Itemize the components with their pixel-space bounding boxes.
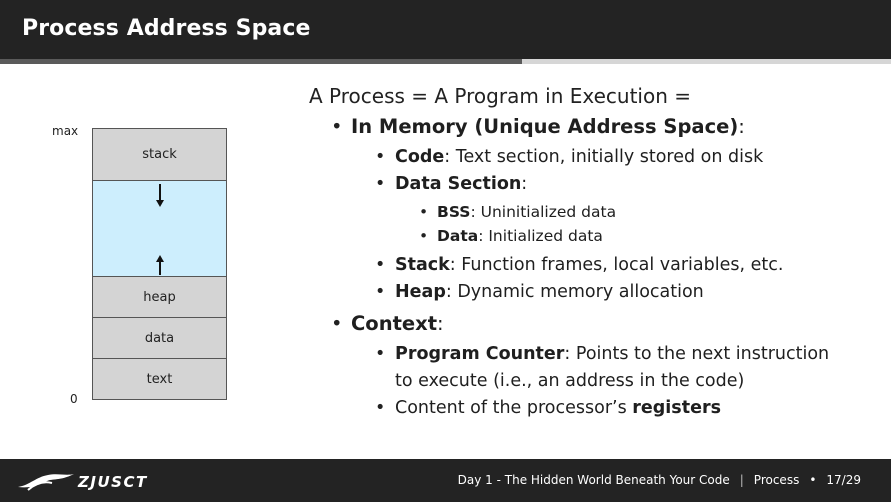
slide-header: Process Address Space [0,0,891,59]
data-segment-label: data [144,330,175,346]
text-segment: text [92,358,227,400]
slide-title: Process Address Space [22,16,311,41]
stack-segment: stack [92,128,227,181]
list-item-data-section: Data Section: BSS: Uninitialized data Da… [351,171,879,248]
max-label: max [52,124,79,138]
page-number: 17/29 [826,473,861,487]
list-item-context: Context: Program Counter: Points to the … [309,310,879,422]
memory-sublist: Code: Text section, initially stored on … [351,144,879,306]
list-item-bss: BSS: Uninitialized data [395,200,879,224]
stack-growth-arrow [159,184,161,201]
arrow-down-icon [156,200,164,207]
heap-growth-arrow [159,261,161,275]
footer-divider: | [739,473,744,487]
text-segment-label: text [146,371,173,387]
top-level-list: In Memory (Unique Address Space): Code: … [309,113,879,422]
progress-bar-fill [0,59,523,64]
heap-segment-label: heap [143,289,176,305]
arrow-up-icon [156,255,164,262]
footer-dot: • [809,473,817,487]
zero-label: 0 [70,392,78,406]
progress-bar [0,59,891,64]
footer-meta: Day 1 - The Hidden World Beneath Your Co… [458,473,861,487]
list-item-code: Code: Text section, initially stored on … [351,144,879,171]
context-sublist: Program Counter: Points to the next inst… [351,341,879,422]
list-item-data: Data: Initialized data [395,224,879,248]
slide-content: A Process = A Program in Execution = In … [309,84,879,422]
list-item-memory: In Memory (Unique Address Space): Code: … [309,113,879,306]
data-section-sublist: BSS: Uninitialized data Data: Initialize… [395,200,879,248]
course-title: Day 1 - The Hidden World Beneath Your Co… [457,473,730,487]
slide-footer: ZJUSCT Day 1 - The Hidden World Beneath … [0,459,891,502]
data-segment: data [92,317,227,359]
list-item-registers: Content of the processor’s registers [351,395,879,422]
context-heading: Context [351,312,438,335]
list-item-program-counter: Program Counter: Points to the next inst… [351,341,879,395]
logo-text: ZJUSCT [78,473,148,491]
intro-line: A Process = A Program in Execution = [309,84,692,108]
section-name: Process [753,473,800,487]
list-item-stack: Stack: Function frames, local variables,… [351,252,879,279]
list-item-heap: Heap: Dynamic memory allocation [351,279,879,306]
heap-segment: heap [92,276,227,318]
stack-segment-label: stack [142,147,177,162]
zjusct-logo-icon [18,474,74,491]
memory-heading: In Memory (Unique Address Space) [351,115,739,138]
